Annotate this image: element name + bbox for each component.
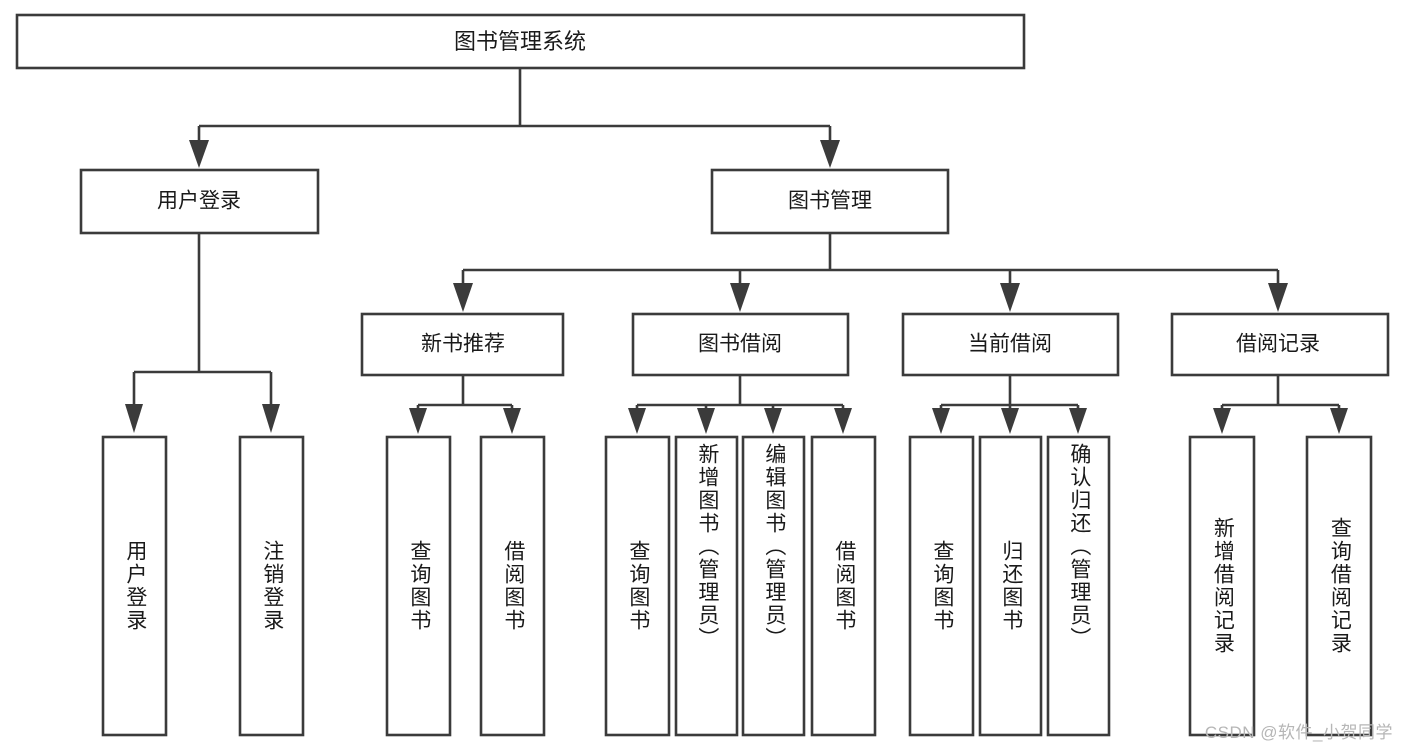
leaf-box-current-borrow-0[interactable] — [908, 435, 975, 737]
leaf-box-borrow-record-1[interactable] — [1305, 435, 1373, 737]
leaf-box-book-borrow-2[interactable] — [741, 435, 806, 737]
node-book-manage[interactable]: 图书管理 — [710, 168, 950, 235]
leaf-box-new-book-1[interactable] — [479, 435, 546, 737]
arrow-to-book-manage — [820, 140, 840, 168]
book-borrow-box-label: 图书借阅 — [698, 333, 782, 356]
node-book-borrow[interactable]: 图书借阅 — [631, 312, 850, 377]
arrow-currentborrow-leaf-2 — [1069, 408, 1087, 434]
leaf-box-current-borrow-1[interactable] — [978, 435, 1043, 737]
arrow-bookborrow-leaf-3 — [834, 408, 852, 434]
arrow-to-book-borrow — [730, 283, 750, 312]
leaf-box-book-borrow-1[interactable] — [674, 435, 739, 737]
book-borrow-box-rect — [631, 312, 850, 377]
new-book-recommend-box-rect — [360, 312, 565, 377]
node-current-borrow[interactable]: 当前借阅 — [901, 312, 1120, 377]
node-root-system[interactable]: 图书管理系统 — [15, 13, 1026, 70]
node-new-book-recommend[interactable]: 新书推荐 — [360, 312, 565, 377]
arrow-bookborrow-leaf-0 — [628, 408, 646, 434]
arrow-newbook-leaf-1 — [503, 408, 521, 434]
leaf-box-user-login-0[interactable] — [101, 435, 168, 737]
root-box-label: 图书管理系统 — [454, 29, 586, 54]
arrow-currentborrow-leaf-0 — [932, 408, 950, 434]
arrow-currentborrow-leaf-1 — [1001, 408, 1019, 434]
current-borrow-box-rect — [901, 312, 1120, 377]
arrow-to-current-borrow — [1000, 283, 1020, 312]
arrow-to-new-book-recommend — [453, 283, 473, 312]
arrow-to-borrow-record — [1268, 283, 1288, 312]
arrow-newbook-leaf-0 — [409, 408, 427, 434]
leaf-box-current-borrow-2[interactable] — [1046, 435, 1111, 737]
leaf-box-book-borrow-0[interactable] — [604, 435, 671, 737]
arrow-bookborrow-leaf-2 — [764, 408, 782, 434]
book-manage-box-label: 图书管理 — [788, 190, 872, 213]
leaf-box-borrow-record-0[interactable] — [1188, 435, 1256, 737]
arrow-borrowrecord-leaf-1 — [1330, 408, 1348, 434]
arrow-borrowrecord-leaf-0 — [1213, 408, 1231, 434]
borrow-record-box-label: 借阅记录 — [1236, 333, 1320, 356]
arrow-to-user-login — [189, 140, 209, 168]
new-book-recommend-box-label: 新书推荐 — [421, 333, 505, 356]
arrow-userlogin-leaf-1 — [262, 404, 280, 433]
book-manage-box-rect — [710, 168, 950, 235]
arrow-userlogin-leaf-0 — [125, 404, 143, 433]
leaf-box-book-borrow-3[interactable] — [810, 435, 877, 737]
leaf-box-new-book-0[interactable] — [385, 435, 452, 737]
leaf-box-user-login-1[interactable] — [238, 435, 305, 737]
user-login-box-label: 用户登录 — [157, 190, 241, 213]
current-borrow-box-label: 当前借阅 — [968, 333, 1052, 356]
borrow-record-box-rect — [1170, 312, 1390, 377]
node-user-login[interactable]: 用户登录 — [79, 168, 320, 235]
root-box-rect — [15, 13, 1026, 70]
arrow-bookborrow-leaf-1 — [697, 408, 715, 434]
node-borrow-record[interactable]: 借阅记录 — [1170, 312, 1390, 377]
